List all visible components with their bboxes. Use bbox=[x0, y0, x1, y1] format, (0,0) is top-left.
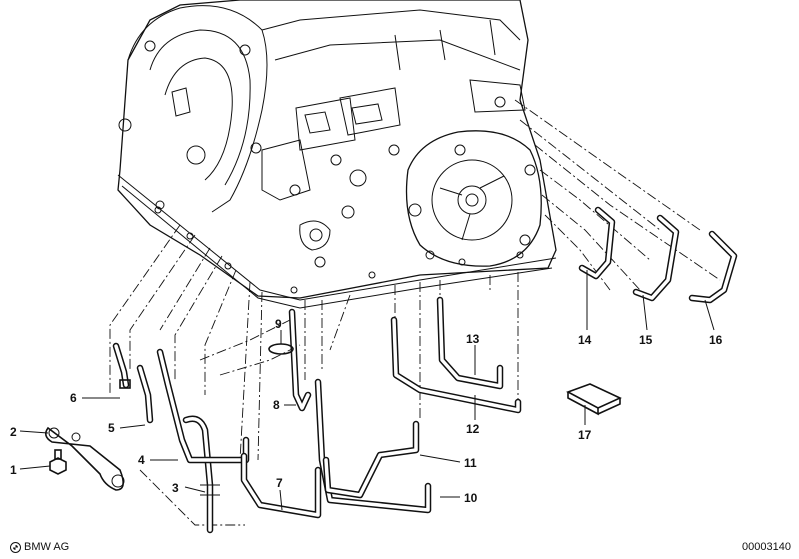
part-15-pipe bbox=[632, 214, 680, 302]
callout-5: 5 bbox=[108, 421, 115, 435]
part-7-pipe bbox=[240, 452, 322, 519]
part-1-bolt bbox=[49, 449, 67, 475]
callout-13: 13 bbox=[466, 332, 480, 346]
assembly-lines bbox=[109, 99, 721, 526]
footer-brand: BMW AG bbox=[10, 541, 69, 553]
leader-lines bbox=[19, 270, 715, 511]
part-17-pad bbox=[566, 383, 622, 416]
part-9-seal-ring bbox=[268, 343, 294, 355]
callout-6: 6 bbox=[70, 391, 77, 405]
callout-12: 12 bbox=[466, 422, 480, 436]
callout-16: 16 bbox=[709, 333, 723, 347]
part-5-pipe bbox=[136, 364, 154, 424]
callout-7: 7 bbox=[276, 476, 283, 490]
callout-2: 2 bbox=[10, 425, 17, 439]
callout-15: 15 bbox=[639, 333, 653, 347]
part-14-pipe bbox=[578, 206, 616, 280]
footer-brand-text: BMW AG bbox=[24, 541, 70, 553]
callout-17: 17 bbox=[578, 428, 592, 442]
callout-4: 4 bbox=[138, 453, 145, 467]
part-10-pipe bbox=[314, 378, 432, 514]
callout-11: 11 bbox=[464, 456, 477, 470]
transmission-housing bbox=[117, 0, 557, 309]
callout-10: 10 bbox=[464, 491, 478, 505]
part-6-fitting bbox=[112, 342, 131, 389]
part-16-pipe bbox=[688, 230, 738, 304]
callout-14: 14 bbox=[578, 333, 592, 347]
callout-9: 9 bbox=[275, 317, 282, 331]
part-11-pipe bbox=[322, 420, 420, 499]
part-12-pipe bbox=[390, 316, 522, 414]
callout-labels: 1 2 3 4 5 6 7 8 9 10 11 12 13 14 15 16 1… bbox=[10, 317, 723, 505]
part-13-pipe bbox=[436, 296, 504, 390]
part-8-pipe bbox=[288, 308, 312, 412]
callout-3: 3 bbox=[172, 481, 179, 495]
footer-diagram-code: 00003140 bbox=[742, 541, 791, 553]
part-3-pipe bbox=[182, 415, 220, 534]
bmw-roundel-icon bbox=[10, 541, 21, 553]
part-2-bracket bbox=[44, 426, 125, 491]
callout-1: 1 bbox=[10, 463, 17, 477]
callout-8: 8 bbox=[273, 398, 280, 412]
